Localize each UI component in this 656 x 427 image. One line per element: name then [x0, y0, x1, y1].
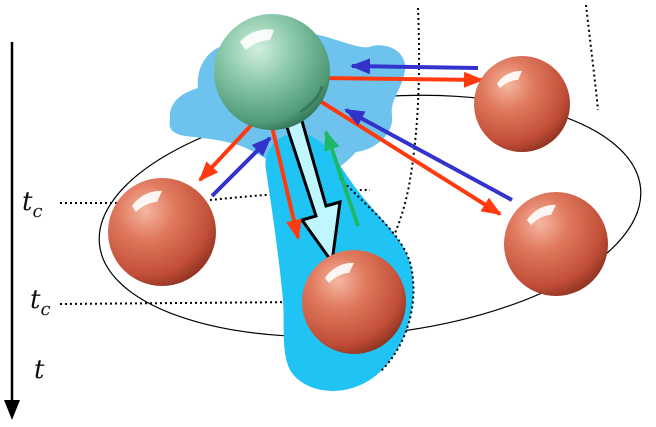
time-axis-arrow-icon — [4, 400, 20, 420]
t-label: t — [34, 355, 45, 385]
red-arrow-to-bottom — [268, 117, 302, 240]
center-ball-green-sphere-icon — [214, 14, 330, 130]
green-arrow — [324, 130, 360, 227]
blue-arrow-from-right — [344, 108, 513, 202]
interaction-cloud-tail-border — [339, 177, 415, 373]
primary-transfer-arrow — [282, 112, 342, 266]
red-arrow-to-top-right — [319, 71, 484, 88]
blue-arrow-from-left — [210, 136, 272, 198]
tc-label-upper: tc — [22, 187, 43, 222]
outer-ball-left-red-sphere-icon — [108, 178, 216, 286]
trajectory-curve-right — [329, 7, 421, 321]
trajectory-curve-far-right — [585, 4, 599, 111]
red-arrow-to-left — [198, 116, 260, 182]
outer-ball-bottom-red-sphere-icon — [302, 250, 406, 354]
blue-arrow-from-top-right — [350, 58, 479, 75]
tc-line-lower — [59, 301, 301, 305]
outer-ball-top-right-red-sphere-icon — [474, 56, 570, 152]
tc-label-lower: tc — [30, 285, 51, 320]
outer-ball-right-red-sphere-icon — [504, 192, 608, 296]
red-arrow-to-right — [310, 94, 502, 216]
